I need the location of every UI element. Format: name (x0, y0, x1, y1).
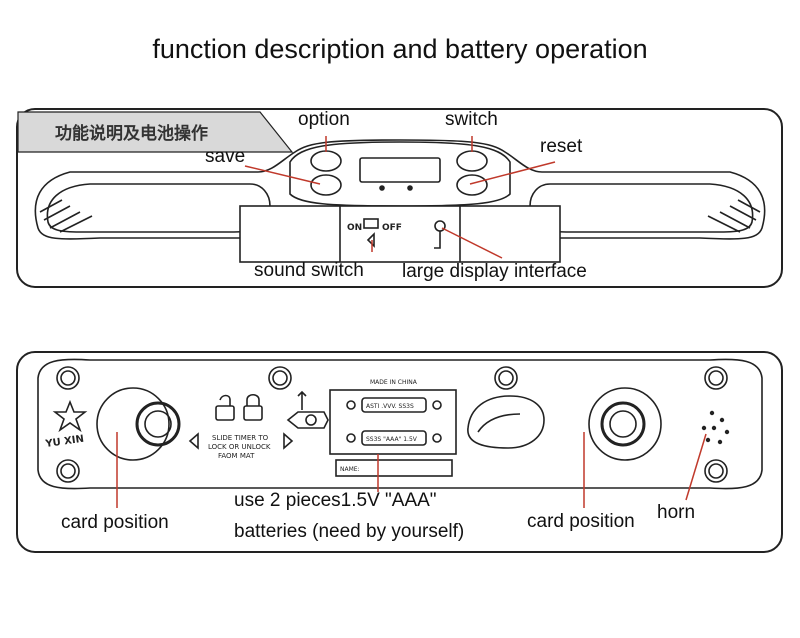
made-in-text: MADE IN CHINA (370, 379, 418, 386)
slide-text-3: FAOM MAT (218, 452, 255, 460)
bottom-device-body (37, 358, 763, 490)
top-device-body (34, 139, 766, 263)
name-field-text: NAME: (340, 466, 360, 473)
chinese-tag-text: 功能说明及电池操作 (55, 123, 208, 144)
label-horn: horn (657, 502, 696, 523)
brand-text: YU XIN (44, 434, 85, 450)
label-sound-switch: sound switch (254, 260, 364, 281)
horn-speaker-holes (701, 410, 730, 445)
label-switch: switch (445, 109, 498, 130)
label-card-position-right: card position (527, 511, 635, 532)
label-save: save (205, 146, 246, 167)
label-battery-line2: batteries (need by yourself) (234, 521, 465, 542)
diagram-title: function description and battery operati… (152, 34, 648, 64)
chinese-tag-bg (17, 111, 294, 153)
label-option: option (298, 109, 350, 130)
label-card-position-left: card position (61, 512, 169, 533)
slide-text-2: LOCK OR UNLOCK (208, 443, 271, 451)
battery-slot-2-text: SS3S "AAA" 1.5V (366, 436, 418, 443)
slide-text-1: SLIDE TIMER TO (212, 434, 269, 442)
bottom-leader-lines (116, 432, 707, 508)
label-large-display-interface: large display interface (402, 261, 587, 282)
label-battery-line1: use 2 pieces1.5V "AAA" (234, 490, 437, 511)
label-reset: reset (540, 136, 583, 157)
on-marking: ON (347, 223, 362, 233)
off-marking: OFF (382, 223, 402, 233)
top-leader-lines (244, 136, 556, 259)
device-printed-text: YU XIN SLIDE TIMER TO LOCK OR UNLOCK FAO… (44, 379, 418, 473)
battery-slot-1-text: ASTI .VVV. SS3S (366, 403, 414, 410)
